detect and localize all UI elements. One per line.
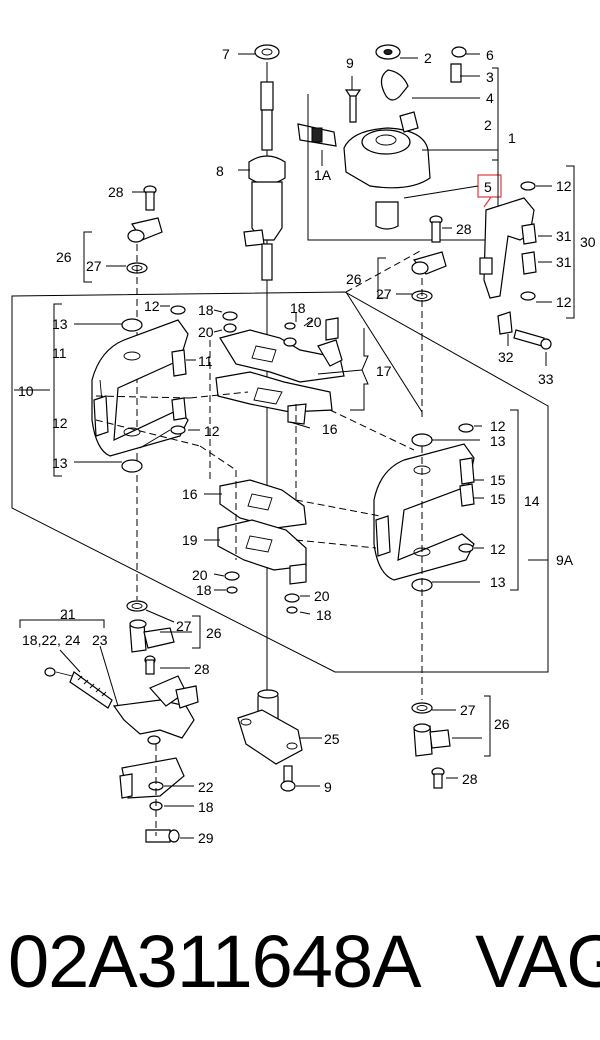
part-number: 02A311648A — [8, 920, 417, 1003]
leader-lines-misc — [14, 291, 548, 561]
callout-25: 25 — [324, 731, 340, 747]
callout-21: 21 — [60, 606, 76, 622]
assembly-outline-9a — [11, 291, 549, 673]
callout-31b: 31 — [556, 254, 572, 270]
callout-28c: 28 — [194, 661, 210, 677]
callout-13: 13 — [52, 316, 68, 332]
brand-name: VAG — [475, 920, 600, 1003]
callout-20d: 20 — [314, 588, 330, 604]
callout-31: 31 — [556, 228, 572, 244]
callout-13c: 13 — [490, 433, 506, 449]
callout-15: 15 — [490, 472, 506, 488]
shaft-support-left-lower-26 — [126, 600, 201, 675]
leader-lines-top — [238, 53, 499, 241]
callout-13b: 13 — [52, 455, 68, 471]
callout-28b: 28 — [456, 221, 472, 237]
callout-11: 11 — [52, 345, 67, 361]
callout-9: 9 — [346, 55, 354, 71]
part-caption: 02A311648A VAG — [8, 912, 600, 1012]
callout-20c: 20 — [192, 567, 208, 583]
callout-1: 1 — [508, 130, 516, 146]
callout-28: 28 — [108, 184, 124, 200]
caption-spacer — [416, 920, 475, 1003]
callout-22: 22 — [198, 779, 214, 795]
callout-12c: 12 — [144, 298, 160, 314]
callout-17: 17 — [376, 363, 392, 379]
callout-18b: 18 — [290, 300, 306, 316]
callout-28d: 28 — [462, 771, 478, 787]
callout-6: 6 — [486, 47, 494, 63]
shift-bracket-right-14 — [373, 409, 519, 700]
shaft-support-right-upper-26 — [345, 215, 452, 420]
callout-27c: 27 — [176, 618, 192, 634]
callout-16b: 16 — [182, 486, 198, 502]
selector-cover-assembly-1 — [297, 44, 467, 230]
callout-12e: 12 — [204, 423, 220, 439]
callout-26c: 26 — [206, 625, 222, 641]
exploded-parts-diagram: 7 9 2 6 3 4 2 1 8 1A 5 28 26 27 12 30 31… — [11, 44, 596, 846]
selector-plate-upper-17 — [213, 309, 369, 429]
callout-9a-group: 9A — [556, 552, 574, 568]
callout-18: 18 — [198, 302, 214, 318]
callout-26b: 26 — [346, 271, 362, 287]
callout-9b: 9 — [324, 779, 332, 795]
callout-29: 29 — [198, 830, 214, 846]
callout-labels: 7 9 2 6 3 4 2 1 8 1A 5 28 26 27 12 30 31… — [18, 46, 596, 846]
callout-5: 5 — [484, 179, 492, 195]
dashed-guide-lines — [95, 340, 415, 560]
bracket-30 — [479, 165, 575, 366]
callout-18c: 18 — [196, 582, 212, 598]
callout-8: 8 — [216, 163, 224, 179]
callout-10: 10 — [18, 383, 34, 399]
callout-12d: 12 — [52, 415, 68, 431]
callout-11b: 11 — [198, 353, 213, 369]
callout-32: 32 — [498, 349, 514, 365]
callout-14: 14 — [524, 493, 540, 509]
shaft-support-left-upper-26 — [83, 185, 163, 600]
callout-18-22-24: 18,22, 24 — [22, 632, 81, 648]
callout-26d: 26 — [494, 716, 510, 732]
callout-12: 12 — [556, 178, 572, 194]
callout-18e: 18 — [198, 799, 214, 815]
callout-30: 30 — [580, 234, 596, 250]
callout-4: 4 — [486, 90, 494, 106]
callout-18d: 18 — [316, 607, 332, 623]
callout-2: 2 — [424, 50, 432, 66]
shift-bracket-left-10 — [53, 303, 200, 477]
callout-20: 20 — [198, 324, 214, 340]
selector-plate-lower-16 — [204, 479, 311, 615]
lever-assembly-21 — [19, 612, 199, 843]
shaft-bearing-25 — [237, 689, 322, 792]
callout-20b: 20 — [306, 314, 322, 330]
callout-19: 19 — [182, 532, 198, 548]
shaft-support-right-lower-26 — [411, 695, 491, 789]
callout-27b: 27 — [376, 286, 392, 302]
callout-27d: 27 — [460, 702, 476, 718]
callout-16: 16 — [322, 421, 338, 437]
callout-33: 33 — [538, 371, 554, 387]
callout-12b: 12 — [556, 294, 572, 310]
callout-13d: 13 — [490, 574, 506, 590]
callout-26: 26 — [56, 249, 72, 265]
callout-2b: 2 — [484, 117, 492, 133]
callout-23: 23 — [92, 632, 108, 648]
callout-7: 7 — [222, 46, 230, 62]
callout-1a: 1A — [314, 167, 332, 183]
selector-shaft-8 — [243, 44, 286, 700]
callout-27: 27 — [86, 258, 102, 274]
callout-15b: 15 — [490, 491, 506, 507]
callout-3: 3 — [486, 69, 494, 85]
callout-12f: 12 — [490, 418, 506, 434]
callout-12g: 12 — [490, 541, 506, 557]
